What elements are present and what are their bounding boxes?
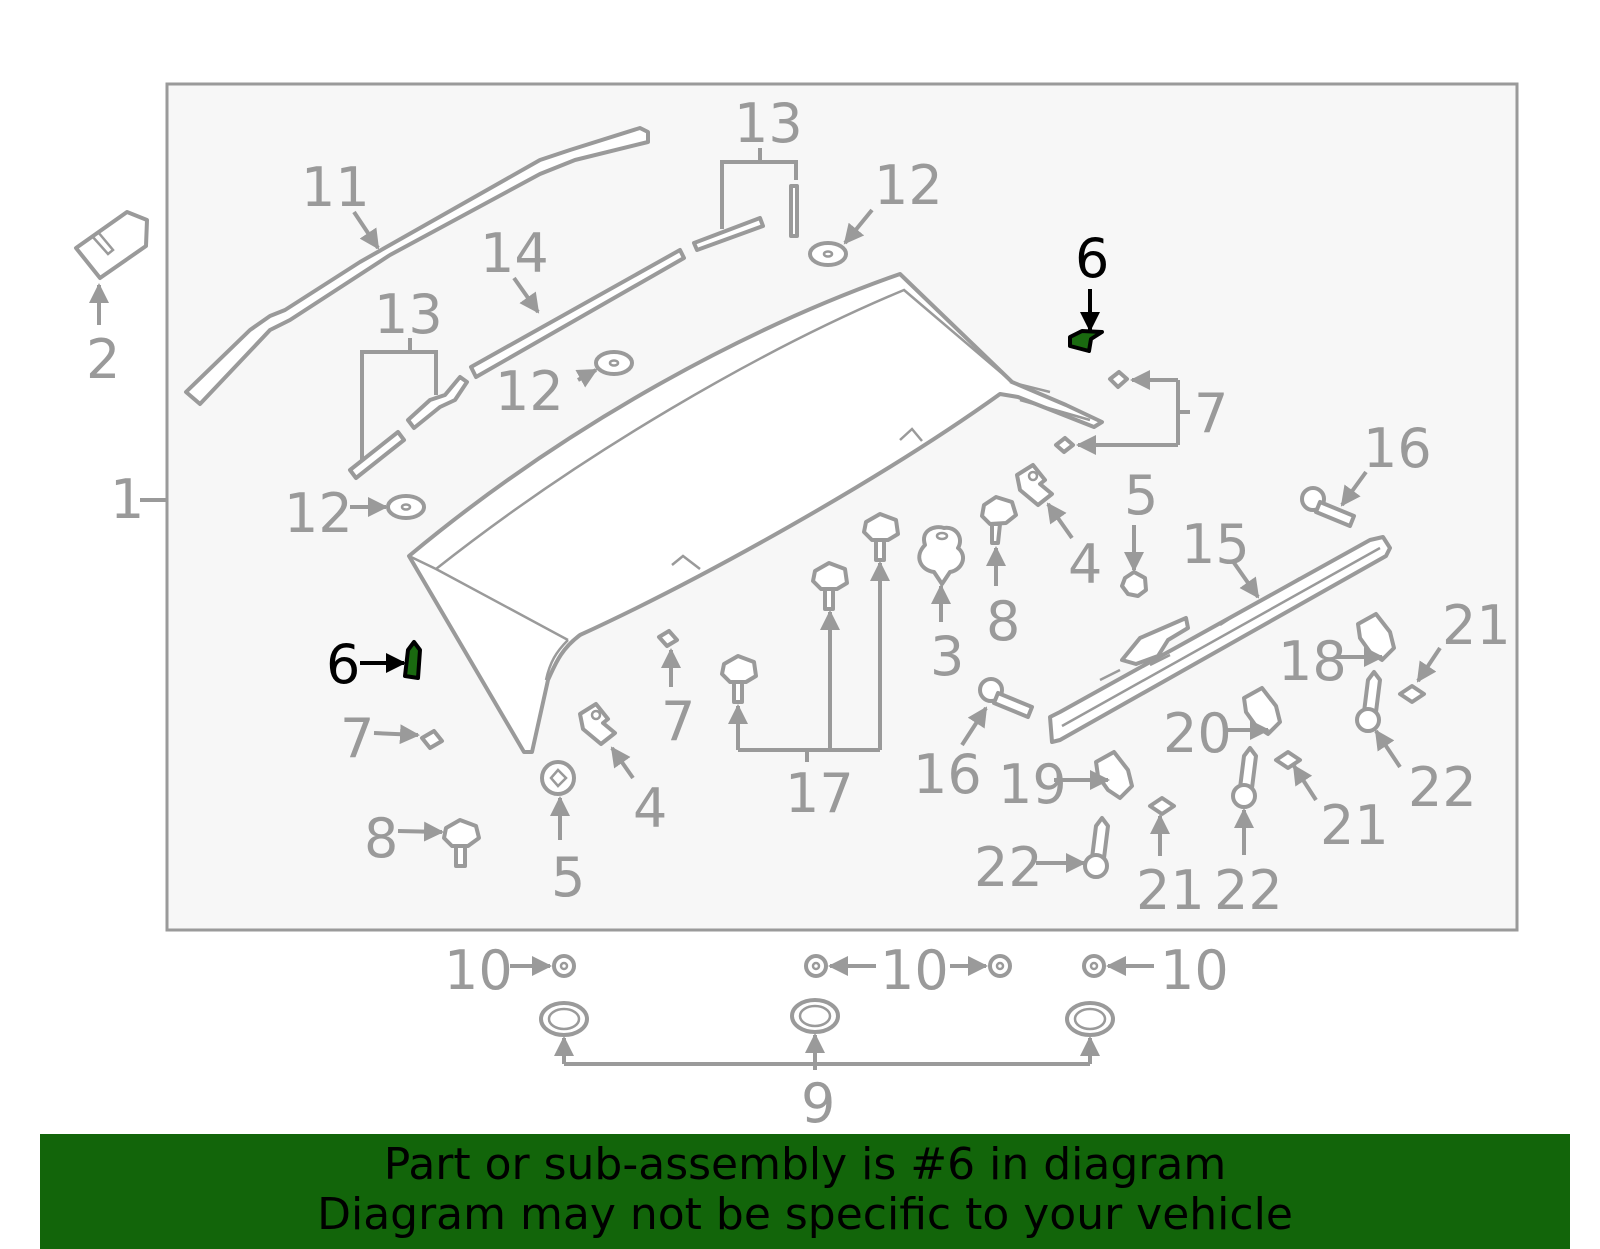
callout-7b[interactable]: 7 [661, 690, 695, 753]
part-22-screw-right [1355, 670, 1402, 769]
callout-4b[interactable]: 4 [633, 777, 667, 840]
callout-13b[interactable]: 13 [374, 283, 443, 346]
callout-16b[interactable]: 16 [913, 743, 982, 806]
callout-22c[interactable]: 22 [974, 836, 1043, 899]
part-13-upper-icon [692, 148, 799, 252]
callout-16a[interactable]: 16 [1363, 417, 1432, 480]
part-5-clip-left [540, 760, 576, 840]
part-4-nut-right [1015, 463, 1074, 540]
part-9-grommets [539, 998, 1115, 1070]
callout-3[interactable]: 3 [930, 625, 964, 688]
part-13-lower-icon [348, 338, 469, 480]
callout-21c[interactable]: 21 [1136, 859, 1205, 922]
callout-10c[interactable]: 10 [1160, 939, 1229, 1002]
part-21-pad-mid [1274, 750, 1318, 802]
part-17-pins [720, 512, 900, 762]
callout-10b[interactable]: 10 [880, 939, 949, 1002]
part-20-clip [1224, 686, 1282, 740]
part-3-grommet [917, 525, 966, 622]
part-21-pad-left [1148, 796, 1176, 856]
callout-19[interactable]: 19 [998, 753, 1067, 816]
callout-8b[interactable]: 8 [364, 807, 398, 870]
callout-18[interactable]: 18 [1278, 630, 1347, 693]
part-12-grommet-upper [808, 208, 874, 267]
callout-8a[interactable]: 8 [986, 590, 1020, 653]
callout-12b[interactable]: 12 [495, 360, 564, 423]
part-2-clip-icon [74, 210, 149, 325]
part-22-screw-left [1036, 816, 1110, 879]
part-16-bolt-lower [960, 677, 1034, 747]
part-7-clip-left [373, 724, 444, 750]
callout-12a[interactable]: 12 [874, 154, 943, 217]
banner-line-2: Diagram may not be specific to your vehi… [317, 1189, 1293, 1240]
part-14-molding-icon [469, 248, 686, 379]
callout-21b[interactable]: 21 [1320, 794, 1389, 857]
callout-5b[interactable]: 5 [551, 846, 585, 909]
part-8-pin-right [980, 495, 1018, 586]
callout-6-lower[interactable]: 6 [326, 633, 360, 696]
part-10-nuts [510, 954, 1154, 978]
callout-15[interactable]: 15 [1181, 513, 1250, 576]
part-21-pad-right [1398, 646, 1442, 704]
callout-13a[interactable]: 13 [734, 92, 803, 155]
part-7-clip-mid [657, 629, 681, 687]
part-8-pin-left [397, 818, 481, 868]
spoiler-body-icon [407, 272, 1104, 754]
callout-17[interactable]: 17 [785, 762, 854, 825]
banner-line-1: Part or sub-assembly is #6 in diagram [383, 1139, 1227, 1190]
part-16-bolt-upper [1300, 470, 1368, 528]
callout-2[interactable]: 2 [86, 328, 120, 391]
callout-21a[interactable]: 21 [1442, 594, 1511, 657]
callout-14[interactable]: 14 [480, 222, 549, 285]
part-19-clip [1054, 750, 1134, 800]
part-7-clips-right [1054, 370, 1190, 455]
part-6-highlighted-upper[interactable]: 6 [1068, 227, 1109, 353]
callout-4a[interactable]: 4 [1068, 533, 1102, 596]
part-12-grommet-lower [350, 494, 426, 520]
part-11-molding-icon [184, 126, 650, 406]
callout-11[interactable]: 11 [301, 156, 370, 219]
info-banner: Part or sub-assembly is #6 in diagram Di… [40, 1134, 1570, 1249]
callout-12c[interactable]: 12 [284, 482, 353, 545]
part-6-highlighted-lower[interactable]: 6 [326, 633, 422, 696]
part-5-clip-right [1120, 525, 1148, 598]
part-22-screw-mid [1231, 746, 1258, 855]
callout-1[interactable]: 1 [110, 468, 144, 531]
callout-9[interactable]: 9 [801, 1072, 835, 1135]
callout-5a[interactable]: 5 [1124, 464, 1158, 527]
part-15-bracket [1048, 535, 1392, 744]
callout-7c[interactable]: 7 [340, 707, 374, 770]
callout-22a[interactable]: 22 [1408, 756, 1477, 819]
part-12-grommet-mid [575, 350, 634, 388]
callout-10a[interactable]: 10 [444, 939, 513, 1002]
part-4-nut-left [578, 702, 635, 780]
callout-20[interactable]: 20 [1163, 702, 1232, 765]
callout-6-upper[interactable]: 6 [1075, 227, 1109, 290]
callout-22b[interactable]: 22 [1214, 859, 1283, 922]
part-18-clip [1336, 612, 1396, 667]
callout-7a[interactable]: 7 [1194, 382, 1228, 445]
